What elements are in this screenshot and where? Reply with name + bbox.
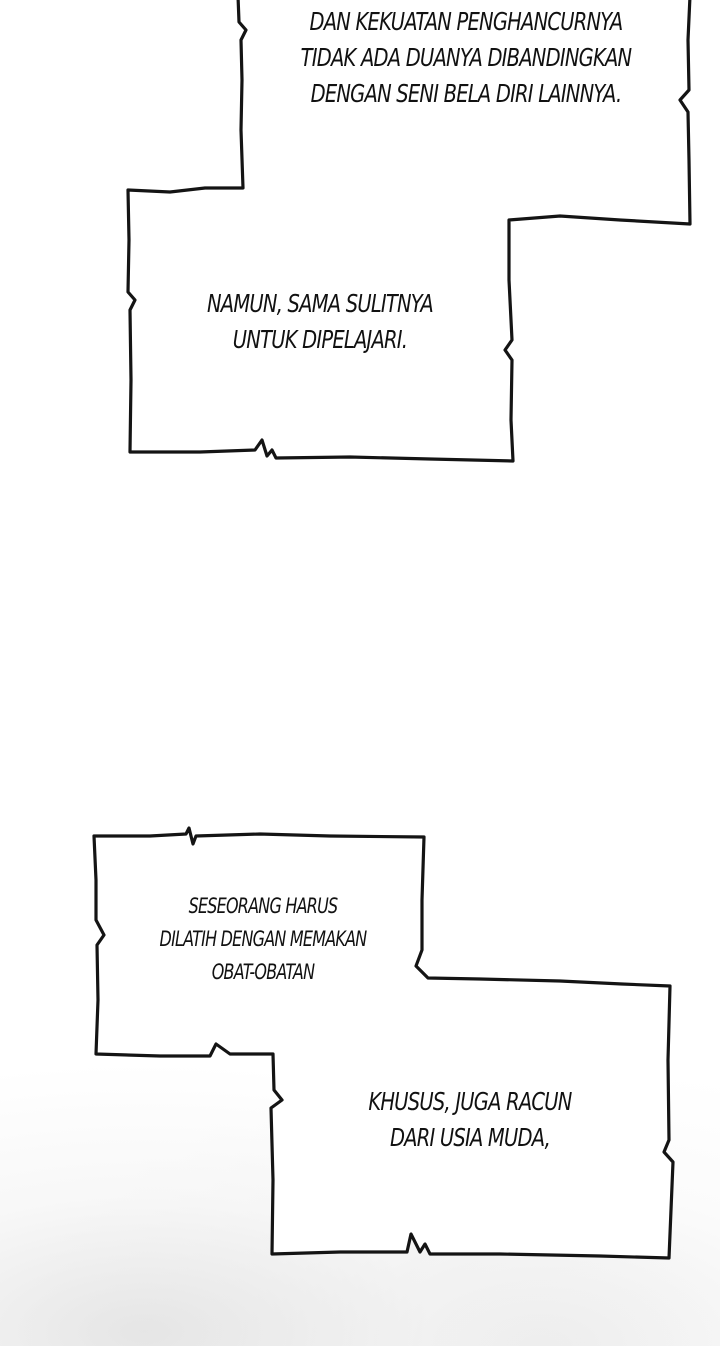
- caption-box-1-outline: [126, 0, 692, 463]
- caption-line: NAMUN, SAMA SULITNYA: [206, 289, 434, 318]
- caption-line: TIDAK ADA DUANYA DIBANDINGKAN: [300, 43, 632, 72]
- caption-box-1-part-a: DAN KEKUATAN PENGHANCURNYA TIDAK ADA DUA…: [294, 4, 637, 112]
- caption-line: DILATIH DENGAN MEMAKAN: [159, 927, 368, 951]
- caption-line: DARI USIA MUDA,: [389, 1123, 551, 1152]
- caption-line: SESEORANG HARUS: [188, 894, 339, 918]
- caption-box-2-part-b: KHUSUS, JUGA RACUN DARI USIA MUDA,: [353, 1084, 587, 1156]
- caption-line: DAN KEKUATAN PENGHANCURNYA: [309, 7, 624, 36]
- caption-line: KHUSUS, JUGA RACUN: [368, 1087, 572, 1116]
- caption-line: OBAT-OBATAN: [211, 960, 315, 984]
- caption-line: DENGAN SENI BELA DIRI LAINNYA.: [310, 79, 623, 108]
- caption-line: UNTUK DIPELAJARI.: [232, 325, 408, 354]
- caption-box-2-part-a: SESEORANG HARUS DILATIH DENGAN MEMAKAN O…: [145, 890, 381, 989]
- caption-box-1-part-b: NAMUN, SAMA SULITNYA UNTUK DIPELAJARI.: [187, 286, 452, 358]
- caption-box-2-outline: [92, 826, 675, 1260]
